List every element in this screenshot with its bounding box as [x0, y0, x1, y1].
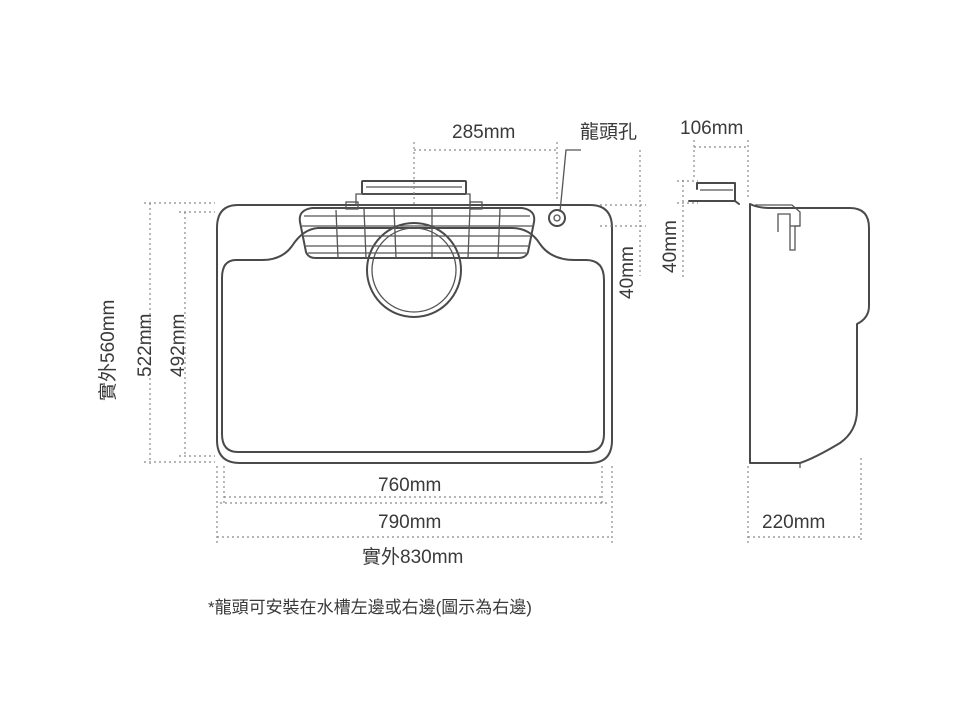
sink-side-outline	[749, 203, 870, 464]
front-dimension-lines	[144, 142, 646, 543]
label-285mm: 285mm	[452, 122, 515, 143]
drain-outer-ring	[366, 222, 462, 318]
sink-outer-outline	[216, 204, 613, 464]
side-dimension-lines	[677, 140, 862, 543]
label-790mm: 790mm	[378, 512, 441, 533]
label-bracket-40mm: 40mm	[660, 220, 681, 273]
footnote: *龍頭可安裝在水槽左邊或右邊(圖示為右邊)	[208, 598, 532, 617]
wall-bracket	[688, 182, 740, 205]
basin-inner-outline	[221, 227, 605, 453]
label-522mm: 522mm	[135, 314, 156, 377]
faucet-hole	[548, 209, 566, 227]
drain-inner-ring	[371, 227, 457, 313]
label-220mm: 220mm	[762, 512, 825, 533]
label-760mm: 760mm	[378, 475, 441, 496]
label-106mm: 106mm	[680, 118, 743, 139]
label-outer-560mm: 實外560mm	[97, 300, 119, 401]
side-view	[688, 182, 870, 468]
front-view	[216, 180, 613, 464]
label-faucet-hole: 龍頭孔	[580, 121, 637, 143]
top-lid	[355, 180, 471, 206]
label-492mm: 492mm	[168, 314, 189, 377]
wire-rack-basket	[298, 201, 536, 259]
label-hole-offset-40mm: 40mm	[617, 246, 638, 299]
label-outer-830mm: 實外830mm	[362, 546, 463, 568]
